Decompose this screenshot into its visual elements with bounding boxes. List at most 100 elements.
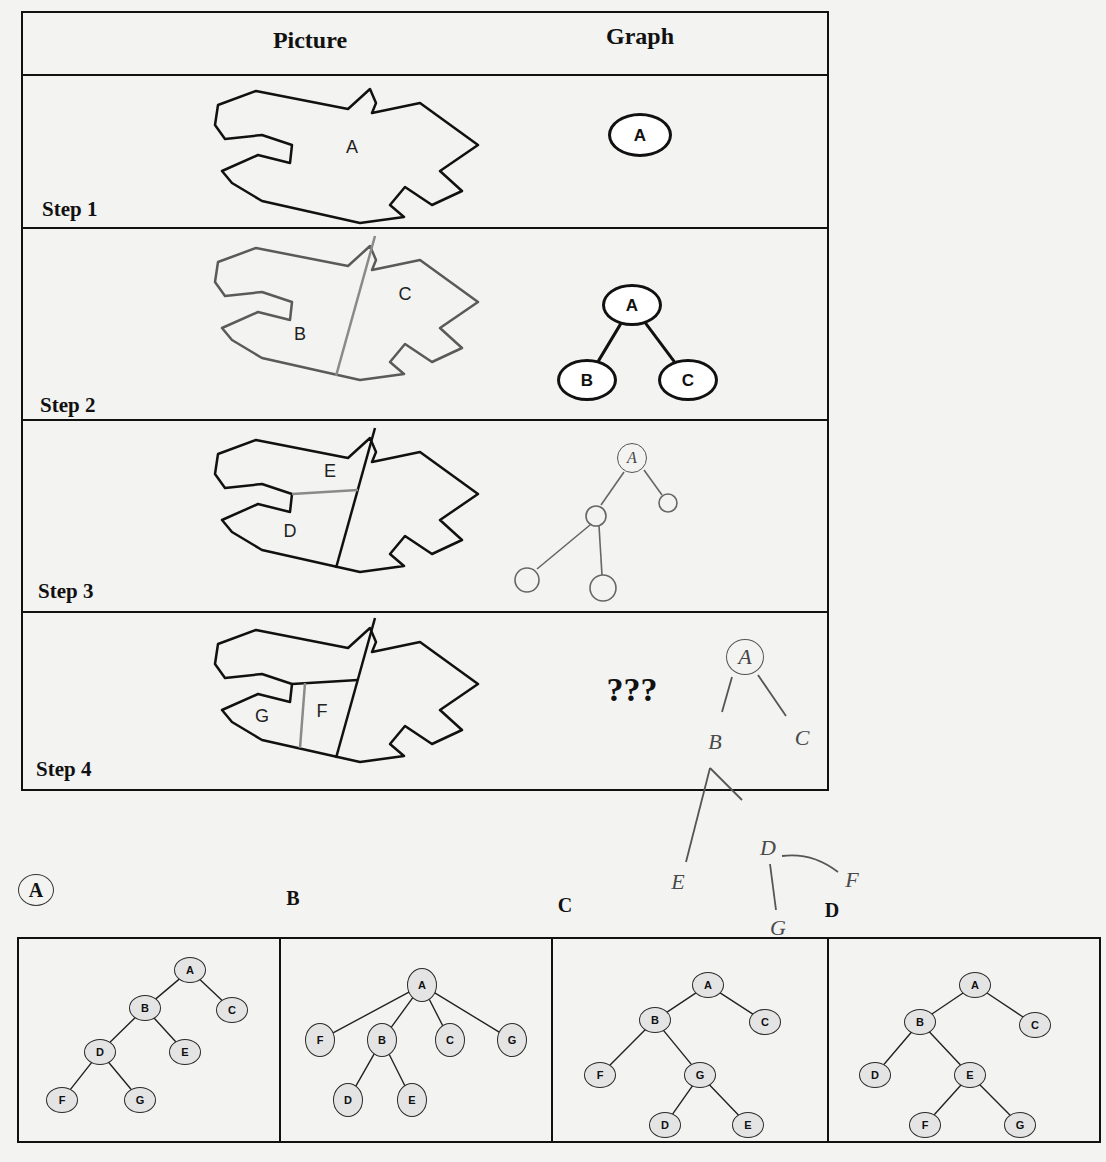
node-text: E: [181, 1047, 188, 1058]
region-letter: B: [294, 325, 306, 345]
step2-shape: [215, 236, 478, 380]
tree-edge: [71, 1063, 92, 1089]
node-text: B: [581, 372, 593, 389]
tree-edge: [356, 1054, 374, 1085]
tree-node: F: [305, 1023, 335, 1057]
tree-edge: [930, 1032, 961, 1064]
tree-edge: [646, 324, 674, 362]
tree-edge: [599, 324, 621, 360]
tree-edge: [109, 1063, 131, 1089]
tree-edge: [667, 993, 695, 1012]
node-text: F: [59, 1095, 66, 1106]
step4-shape: [215, 618, 478, 762]
circled-answer: A: [18, 874, 54, 906]
graph-node: C: [658, 359, 718, 401]
tree-node: G: [497, 1023, 527, 1057]
tree-node: B: [639, 1007, 671, 1033]
node-text: F: [922, 1120, 929, 1131]
node-text: A: [186, 965, 194, 976]
tree-node: B: [904, 1009, 936, 1035]
node-text: E: [966, 1070, 973, 1081]
tree-node: F: [584, 1062, 616, 1088]
node-text: A: [627, 450, 637, 466]
graph-node: A: [608, 113, 672, 157]
region-letter: F: [317, 702, 328, 722]
node-text: C: [761, 1017, 769, 1028]
tree-edge: [980, 1085, 1010, 1115]
tree-node: D: [859, 1062, 891, 1088]
node-text: G: [508, 1035, 517, 1046]
tree-edge: [884, 1033, 911, 1065]
node-text: C: [446, 1035, 454, 1046]
handwritten-letter: E: [671, 870, 684, 894]
tree-node: D: [649, 1112, 681, 1138]
node-text: G: [1016, 1120, 1025, 1131]
tree-node: A: [407, 968, 437, 1002]
node-text: C: [228, 1005, 236, 1016]
tree-edge: [934, 1085, 960, 1114]
question-mark: ???: [607, 671, 658, 708]
handwritten-tree-step3: [515, 470, 677, 601]
node-text: D: [871, 1070, 879, 1081]
node-text: A: [704, 980, 712, 991]
tree-node: C: [1019, 1012, 1051, 1038]
tree-node: G: [684, 1062, 716, 1088]
tree-node: C: [216, 997, 248, 1023]
node-text: A: [971, 980, 979, 991]
node-text: F: [317, 1035, 324, 1046]
node-text: B: [378, 1035, 386, 1046]
tree-edge: [987, 993, 1022, 1017]
node-text: E: [744, 1120, 751, 1131]
table-rule: [22, 227, 828, 229]
tree-edge: [156, 979, 179, 998]
tree-node: D: [333, 1083, 363, 1117]
graph-node: B: [557, 359, 617, 401]
tree-node: E: [169, 1039, 201, 1065]
option-letter: D: [825, 899, 839, 921]
tree-node: E: [397, 1083, 427, 1117]
step-label: Step 3: [38, 580, 93, 603]
node-text: D: [661, 1120, 669, 1131]
tree-node: C: [749, 1009, 781, 1035]
column-header: Graph: [606, 23, 674, 49]
node-text: B: [141, 1003, 149, 1014]
tree-edge: [673, 1086, 692, 1113]
table-rule: [22, 419, 828, 421]
node-text: A: [418, 980, 426, 991]
node-text: C: [1031, 1020, 1039, 1031]
options-divider: [827, 938, 829, 1142]
tree-node: F: [46, 1087, 78, 1113]
node-text: A: [738, 646, 751, 668]
tree-node: G: [1004, 1112, 1036, 1138]
step1-shape: [215, 89, 478, 223]
handwritten-tree-step4: [686, 675, 838, 910]
tree-edge: [664, 1031, 691, 1064]
column-header: Picture: [273, 27, 347, 53]
tree-node: E: [732, 1112, 764, 1138]
node-text: C: [682, 372, 694, 389]
node-text: B: [651, 1015, 659, 1026]
tree-node: E: [954, 1062, 986, 1088]
table-border: [22, 12, 828, 790]
tree-node: B: [367, 1023, 397, 1057]
handwritten-letter: B: [708, 730, 721, 754]
tree-edge: [429, 1000, 442, 1026]
handwritten-node: A: [726, 639, 764, 675]
tree-edge: [389, 1055, 404, 1085]
table-rule: [22, 611, 828, 613]
tree-node: F: [909, 1112, 941, 1138]
tree-edge: [392, 998, 413, 1027]
step-label: Step 1: [42, 198, 97, 221]
tree-edge: [610, 1030, 645, 1065]
node-text: A: [634, 127, 646, 144]
handwritten-letter: D: [760, 836, 776, 860]
tree-node: G: [124, 1087, 156, 1113]
region-letter: G: [255, 707, 269, 727]
region-letter: C: [399, 285, 412, 305]
node-text: D: [344, 1095, 352, 1106]
option-letter: C: [558, 894, 572, 916]
graph-node: A: [602, 284, 662, 326]
